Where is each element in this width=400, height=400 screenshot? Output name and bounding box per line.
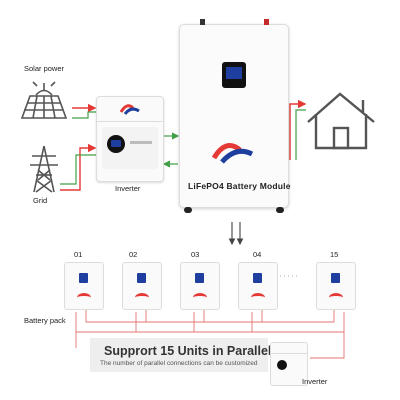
terminal-neg (200, 19, 205, 25)
pack-screen (195, 273, 204, 283)
pack-logo-icon (329, 293, 343, 302)
battery-screen (226, 67, 242, 79)
panel-title: Supprort 15 Units in Parallel (104, 344, 272, 358)
battery-pack-unit (122, 262, 162, 310)
panel-subtitle: The number of parallel connections can b… (100, 360, 258, 367)
solar-panel-icon (20, 81, 68, 119)
grid-label: Grid (33, 196, 48, 205)
inverter-bottom-top (271, 343, 307, 354)
inverter-badge (130, 141, 152, 144)
inverter-icon (96, 96, 164, 182)
transmission-tower-icon (30, 145, 58, 193)
unit-number: 03 (191, 250, 200, 259)
unit-number: 04 (253, 250, 262, 259)
grid-feed-red (60, 143, 97, 191)
inverter-top-panel (97, 97, 163, 122)
brand-logo-icon (119, 104, 140, 115)
wheel-right (276, 207, 284, 213)
battery-pack-unit (64, 262, 104, 310)
inverter-bottom-display (277, 360, 287, 370)
unit-number: 15 (330, 250, 339, 259)
battery-module-label: LiFePO4 Battery Module (188, 181, 291, 191)
inverter-bottom-label: Inverter (302, 377, 328, 386)
pack-logo-icon (251, 293, 265, 302)
pack-screen (253, 273, 262, 283)
inverter-bottom-icon (270, 342, 308, 386)
unit-number: 02 (129, 250, 138, 259)
inverter-display-ring (107, 135, 125, 153)
parallel-info-panel: Supprort 15 Units in Parallel The number… (90, 338, 272, 372)
pack-screen (79, 273, 88, 283)
wheel-left (184, 207, 192, 213)
grid-feed-green (60, 154, 96, 185)
parallel-wiring (75, 308, 345, 359)
battery-display (222, 62, 246, 88)
terminal-pos (264, 19, 269, 25)
battery-pack-unit (316, 262, 356, 310)
battery-house-green (295, 109, 306, 160)
pack-logo-icon (77, 293, 91, 302)
pack-screen (137, 273, 146, 283)
pack-logo-icon (135, 293, 149, 302)
inverter-front-panel (102, 127, 158, 169)
battery-house-red (289, 99, 307, 160)
unit-number: 01 (74, 250, 83, 259)
pack-screen (331, 273, 340, 283)
battery-brand-logo-icon (211, 143, 254, 164)
solar-label: Solar power (24, 64, 65, 73)
solar-feed-line (72, 111, 96, 119)
battery-pack-unit (180, 262, 220, 310)
pack-logo-icon (193, 293, 207, 302)
battery-pack-label: Battery pack (24, 316, 66, 325)
battery-module-icon: LiFePO4 Battery Module (179, 19, 291, 213)
house-icon (307, 92, 375, 150)
inverter-top-label: Inverter (115, 184, 141, 193)
battery-pack-unit (238, 262, 278, 310)
inverter-screen (111, 140, 121, 147)
